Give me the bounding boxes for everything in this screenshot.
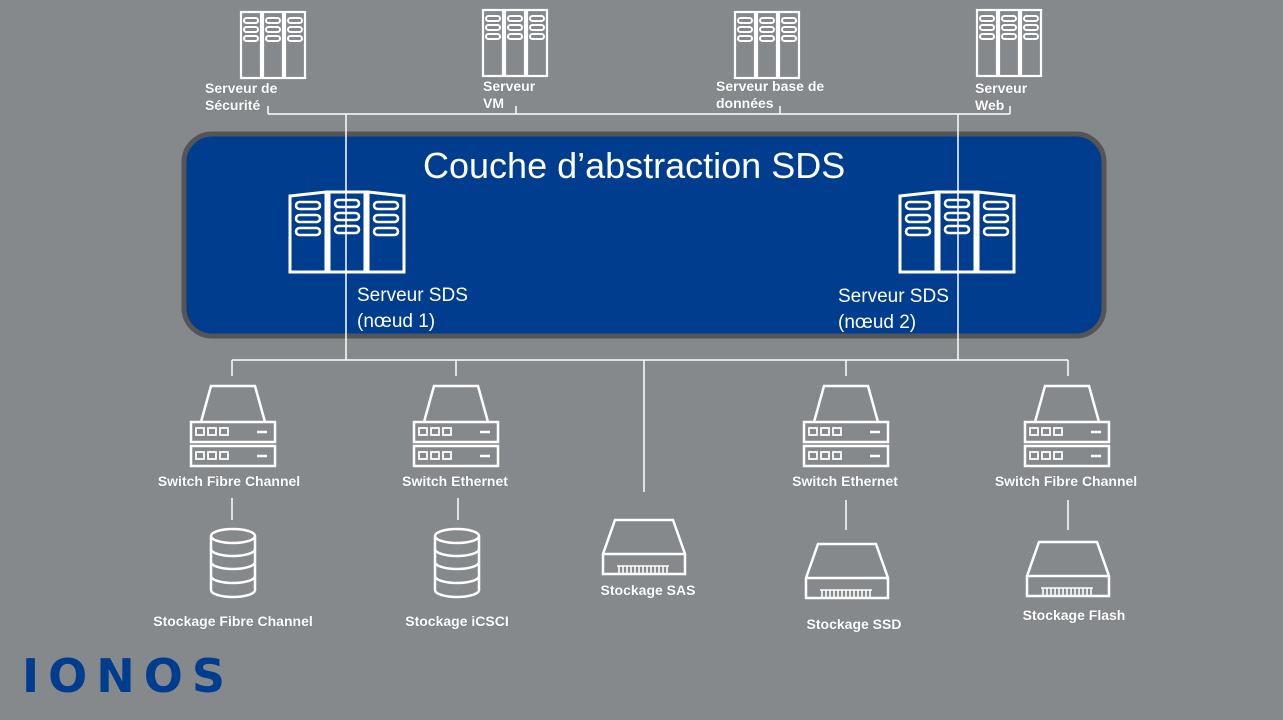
network-switch-icon [802, 384, 890, 468]
label-line: Serveur de [205, 80, 278, 96]
server-rack-icon [975, 8, 1043, 78]
network-switch-icon [189, 384, 277, 468]
ionos-logo: IONOS [22, 649, 234, 703]
network-switch-icon [1023, 384, 1111, 468]
label-line: VM [483, 95, 504, 111]
label-line: Serveur base de [716, 78, 825, 94]
label-line: Serveur SDS [357, 285, 468, 306]
top-server-label: Serveur Web [975, 80, 1027, 114]
server-rack-icon [239, 10, 307, 80]
switch-label: Switch Fibre Channel [157, 473, 301, 489]
top-server-label: Serveur de Sécurité [205, 80, 277, 114]
database-icon [209, 527, 257, 599]
server-rack-icon [481, 8, 549, 78]
switch-label: Switch Ethernet [402, 473, 508, 489]
label-line: Serveur [975, 80, 1028, 96]
sds-layer-title: Couche d’abstraction SDS [423, 145, 846, 186]
network-switch-icon [412, 384, 500, 468]
sds-node-label: Serveur SDS (nœud 2) [838, 284, 949, 336]
drive-icon [1025, 540, 1111, 598]
top-server-label: Serveur VM [483, 78, 535, 112]
server-rack-icon [733, 10, 801, 80]
database-icon [433, 527, 481, 599]
storage-label: Stockage Flash [1022, 607, 1126, 623]
top-server-label: Serveur base de données [716, 78, 824, 112]
drive-icon [804, 542, 890, 600]
storage-label: Stockage iCSCI [405, 613, 509, 629]
label-line: données [716, 95, 774, 111]
label-line: (nœud 1) [357, 311, 436, 332]
label-line: Serveur [483, 78, 536, 94]
label-line: (nœud 2) [838, 312, 917, 333]
sds-node-label: Serveur SDS (nœud 1) [357, 283, 468, 335]
label-line: Sécurité [205, 97, 261, 113]
label-line: Serveur SDS [838, 286, 949, 307]
storage-label: Stockage SSD [806, 616, 902, 632]
drive-icon [601, 518, 687, 576]
storage-label: Stockage Fibre Channel [153, 613, 313, 629]
sds-abstraction-layer [181, 131, 1107, 339]
connection-lines [231, 106, 1069, 530]
label-line: Web [975, 97, 1005, 113]
switch-label: Switch Fibre Channel [994, 473, 1138, 489]
switch-label: Switch Ethernet [792, 473, 898, 489]
storage-label: Stockage SAS [600, 582, 696, 598]
